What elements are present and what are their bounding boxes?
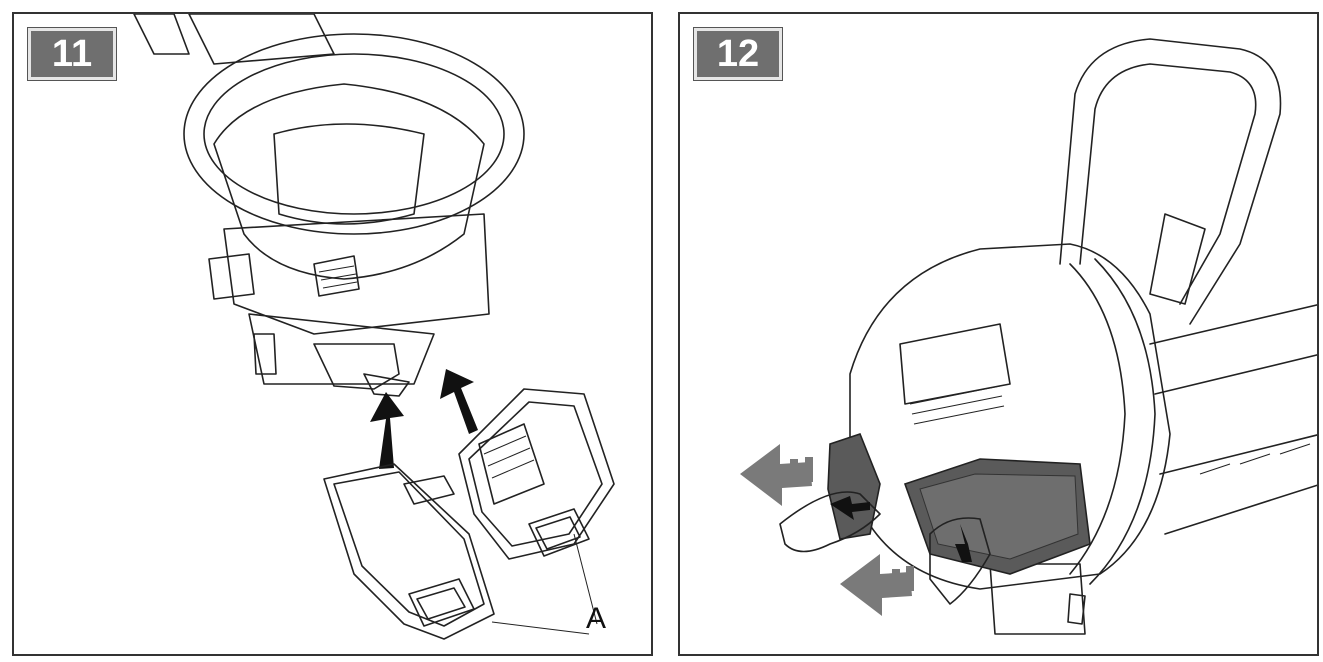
blower-body (849, 243, 1317, 635)
callout-leader-lines (491, 533, 598, 635)
step-11-panel: 11 (12, 12, 653, 656)
removal-arrows (740, 444, 972, 616)
step-number-badge: 12 (693, 27, 783, 81)
blower-housing (133, 14, 525, 397)
battery-pack-right (458, 388, 615, 560)
hands (779, 491, 991, 605)
battery-pack-removed (827, 433, 1091, 575)
insert-arrows (370, 369, 478, 469)
blower-handle (1059, 38, 1282, 325)
battery-insertion-illustration (133, 14, 615, 640)
step-number-badge: 11 (27, 27, 117, 81)
step-12-panel: 12 (678, 12, 1319, 656)
battery-pack-left (323, 463, 495, 640)
battery-removal-illustration (740, 38, 1317, 635)
callout-label-a: A (586, 602, 607, 635)
